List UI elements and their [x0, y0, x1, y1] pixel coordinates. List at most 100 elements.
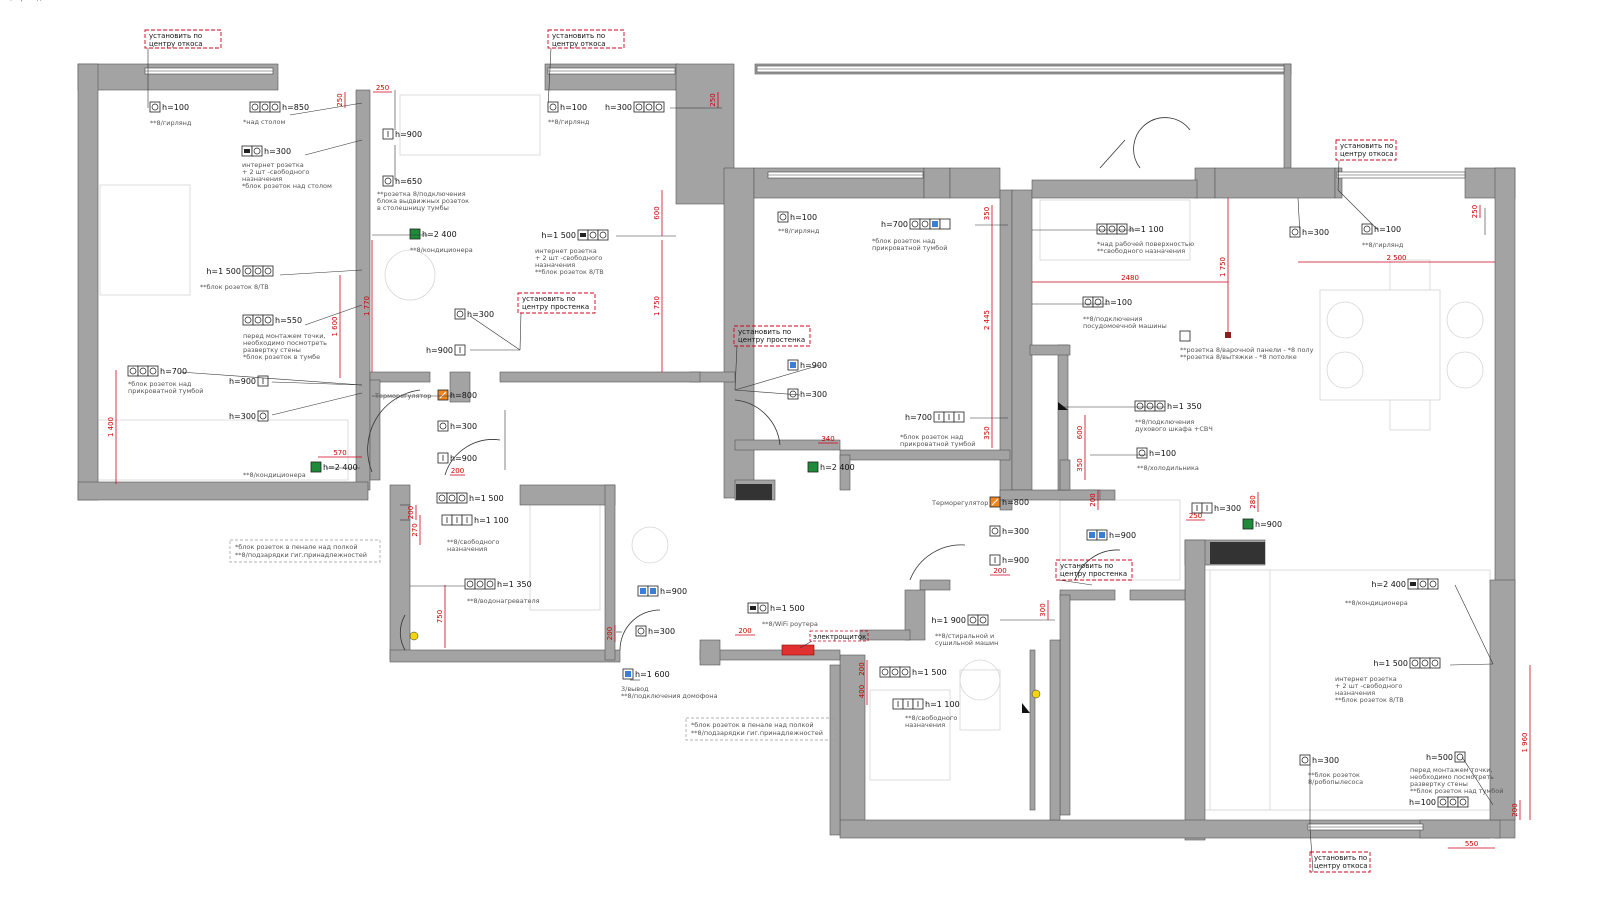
device-30: h=300: [787, 388, 827, 400]
wall-segment: [1059, 459, 1071, 491]
furniture-outline: [399, 94, 541, 156]
furniture-outline: [1389, 399, 1431, 431]
socket-outlet-icon: [589, 231, 597, 239]
device-47: h=900: [1242, 518, 1282, 530]
vent-marker-icon: [1058, 402, 1068, 410]
device-height-label: h=1 500: [1373, 659, 1408, 668]
device-27: h=100**8/гирлянд: [777, 211, 820, 235]
socket-outlet-icon: [384, 177, 392, 185]
socket-icon: [1096, 223, 1108, 235]
socket-icon: [909, 218, 921, 230]
socket-outlet-icon: [251, 103, 259, 111]
device-48: h=2 400**8/кондиционера: [1345, 578, 1439, 607]
socket-icon: [251, 145, 263, 157]
electrical-panel-icon: [781, 644, 815, 656]
socket-outlet-icon: [1118, 225, 1126, 233]
dimension-label: 200: [606, 627, 614, 640]
socket-outlet-icon: [911, 220, 919, 228]
socket-icon: [1144, 400, 1156, 412]
device-height-label: h=300: [467, 310, 494, 319]
leader-line: [734, 364, 821, 391]
callout-text: центру откоса: [1314, 862, 1368, 870]
socket-outlet-icon: [655, 103, 663, 111]
socket-outlet-icon: [264, 316, 272, 324]
device-33: h=800: [989, 496, 1029, 508]
device-note: + 2 шт -свободного: [1335, 682, 1402, 690]
device-note: прикроватной тумбой: [900, 440, 976, 448]
socket-icon: [456, 492, 468, 504]
callout-text: центру откоса: [552, 40, 606, 48]
device-height-label: h=500: [1426, 753, 1453, 762]
callout-box: [1335, 139, 1397, 161]
callout-leader: [547, 47, 552, 109]
penal-note-box: [229, 539, 381, 563]
wall-segment: [369, 379, 381, 481]
furniture-outline: [631, 526, 669, 564]
hood-socket-icon: [1225, 332, 1231, 338]
socket-outlet-icon: [1301, 756, 1309, 764]
device-0: h=100**8/гирлянд: [149, 101, 192, 127]
socket-outlet-icon: [264, 267, 272, 275]
wall-segment: [1049, 639, 1061, 821]
wall-segment: [519, 484, 616, 506]
thermostat-label: Терморегулятор: [374, 392, 431, 400]
device-24: h=300: [635, 625, 675, 637]
device-height-label: h=700: [160, 367, 187, 376]
callout-text: установить по: [738, 328, 791, 336]
device-note: **8/гирлянд: [778, 227, 820, 235]
socket-outlet-icon: [149, 367, 157, 375]
furniture-outline: [1446, 301, 1484, 339]
wall-segment: [1031, 179, 1198, 199]
device-46: h=300: [1191, 502, 1241, 514]
device-note: **8/кондиционера: [410, 246, 473, 254]
device-note: **8/подключения: [1135, 418, 1194, 426]
socket-outlet-icon: [244, 267, 252, 275]
wall-segment: [919, 579, 951, 591]
device-29: h=900: [787, 359, 827, 371]
wall-segment: [1214, 167, 1336, 199]
device-52: h=100 **8/гирлянд: [0, 0, 1469, 808]
device-note: + 2 шт -свободного: [242, 168, 309, 176]
furniture-outline: [959, 659, 1001, 701]
door-swing: [444, 439, 501, 476]
device-note: **розетка 8/подключения: [377, 190, 466, 198]
furniture-outline: [384, 249, 436, 301]
socket-outlet-icon: [969, 616, 977, 624]
device-note: интернет розетка: [242, 161, 304, 169]
wall-segment: [1129, 589, 1186, 601]
device-34: h=300: [989, 525, 1029, 537]
device-note: *блок розеток над: [900, 433, 964, 441]
wall-segment: [1011, 189, 1033, 491]
electrical-panel-callout: [809, 630, 869, 642]
device-height-label: h=100: [1149, 449, 1176, 458]
penal-note: **8/подзарядки гиг.принадлежностей: [691, 729, 823, 737]
device-height-label: h=2 400: [820, 463, 855, 472]
device-height-label: h=100: [560, 103, 587, 112]
socket-icon: [437, 420, 449, 432]
wall-segment: [859, 629, 911, 641]
device-note: **8/подключения домофона: [621, 692, 718, 700]
callout-leader: [519, 312, 522, 351]
wall-segment: [77, 481, 369, 501]
leader-line: [304, 139, 363, 156]
conditioner-socket-icon: [409, 228, 421, 240]
socket-icon: [1429, 657, 1441, 669]
device-note: **8/холодильника: [1137, 464, 1199, 472]
walls-layer: [77, 63, 1516, 841]
socket-icon: [1409, 657, 1421, 669]
device-note: перед монтажем точки,: [243, 332, 325, 340]
device-note: **8/гирлянд: [1362, 241, 1404, 249]
socket-icon: [382, 175, 394, 187]
